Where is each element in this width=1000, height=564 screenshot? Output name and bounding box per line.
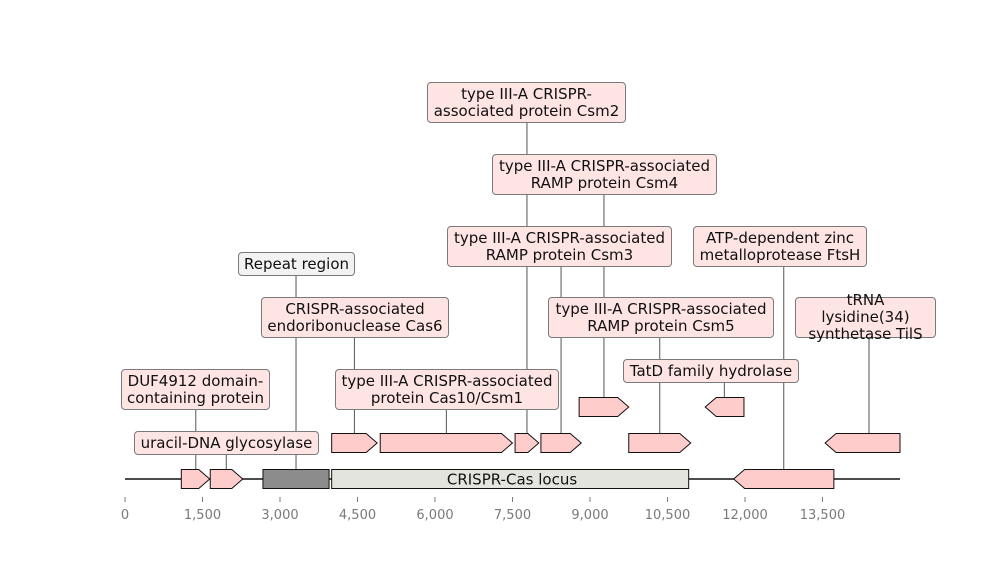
axis-tick-label: 12,000 — [722, 508, 768, 523]
gene-arrow — [514, 433, 540, 453]
axis-tick-label: 1,500 — [184, 508, 221, 523]
gene-arrow — [540, 433, 582, 453]
label-tatd-hydrolase: TatD family hydrolase — [623, 359, 799, 383]
repeat-region-block — [262, 469, 330, 489]
label-tils: tRNA lysidine(34) synthetase TilS — [795, 292, 936, 343]
gene-arrow — [824, 433, 901, 453]
label-csm3: type III-A CRISPR-associated RAMP protei… — [447, 226, 672, 267]
gene-arrow — [379, 433, 514, 453]
label-cas10-csm1: type III-A CRISPR-associated protein Cas… — [335, 369, 559, 410]
gene-arrow — [732, 469, 835, 489]
gene-arrow — [209, 469, 244, 489]
label-csm4: type III-A CRISPR-associated RAMP protei… — [492, 154, 717, 195]
gene-arrow — [331, 433, 378, 453]
gene-arrow — [180, 469, 211, 489]
gene-arrow — [628, 433, 692, 453]
label-cas6: CRISPR-associated endoribonuclease Cas6 — [261, 297, 449, 338]
axis-tick-label: 9,000 — [571, 508, 608, 523]
axis-tick-label: 13,500 — [800, 508, 846, 523]
axis-tick-label: 0 — [121, 508, 129, 523]
label-csm2: type III-A CRISPR- associated protein Cs… — [427, 82, 626, 123]
axis-tick-label: 3,000 — [261, 508, 298, 523]
label-repeat-region: Repeat region — [238, 252, 355, 276]
label-duf4912: DUF4912 domain- containing protein — [121, 369, 270, 410]
gene-arrow — [704, 397, 745, 417]
label-uracil-dna-glycosylase: uracil-DNA glycosylase — [134, 431, 319, 455]
axis-tick-label: 10,500 — [645, 508, 691, 523]
axis-tick-label: 7,500 — [494, 508, 531, 523]
axis-tick-label: 6,000 — [416, 508, 453, 523]
label-csm5: type III-A CRISPR-associated RAMP protei… — [548, 297, 774, 338]
crispr-cas-locus-block — [331, 469, 690, 489]
gene-arrow — [578, 397, 630, 417]
label-ftsh: ATP-dependent zinc metalloprotease FtsH — [693, 226, 867, 267]
locus-label: CRISPR-Cas locus — [447, 471, 577, 489]
axis-tick-label: 4,500 — [339, 508, 376, 523]
